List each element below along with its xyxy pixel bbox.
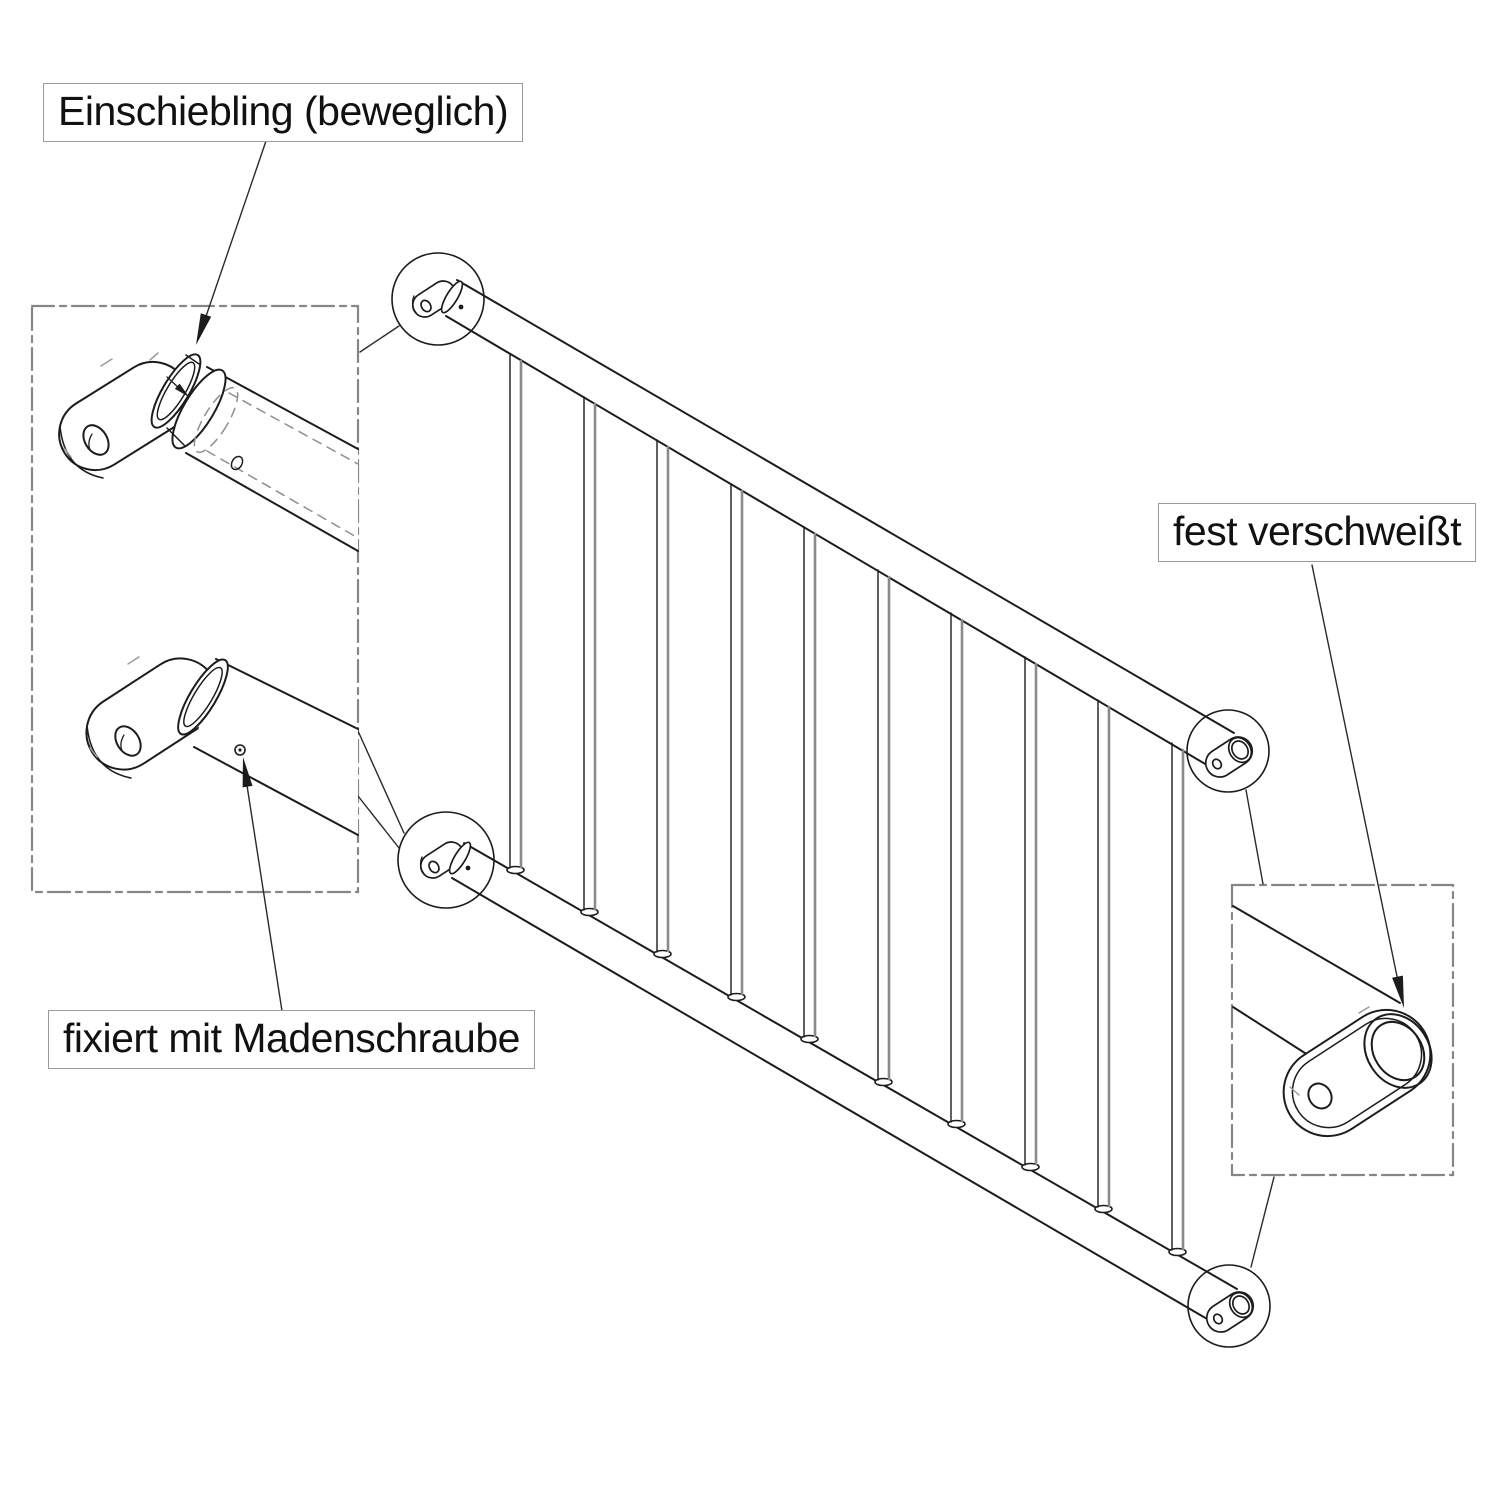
detail-box-right (1230, 883, 1455, 1177)
bottom-rail-left-end (419, 841, 472, 879)
leader-fixiert (242, 757, 283, 1012)
railing-top-rail (445, 279, 1235, 769)
label-fixiert-mit-madenschraube: fixiert mit Madenschraube (48, 1010, 535, 1070)
detail-box-left (30, 304, 360, 894)
detail-welded-flange (1232, 905, 1433, 1138)
detail-circle-bottom-right (1187, 1264, 1271, 1348)
detail-setscrew-assembly (85, 656, 359, 836)
bottom-rail-right-flange (1205, 1291, 1255, 1333)
detail-circle-top-left (391, 252, 485, 346)
detail-circle-bottom-left (397, 811, 495, 909)
detail-insert-assembly (58, 352, 359, 552)
top-rail-right-flange (1204, 736, 1254, 778)
leader-fest-verschweisst (1311, 564, 1404, 1008)
railing-bottom-rail (451, 842, 1238, 1324)
detail-circles (391, 252, 1271, 1348)
top-rail-left-end (411, 280, 464, 318)
detail-circle-top-right (1186, 709, 1270, 793)
detail-connector-lines (357, 325, 1275, 1268)
label-einschiebling: Einschiebling (beweglich) (43, 83, 524, 143)
leader-einschiebling (166, 140, 267, 397)
railing-bars (506, 353, 1187, 1257)
label-fest-verschweisst: fest verschweißt (1158, 503, 1477, 563)
